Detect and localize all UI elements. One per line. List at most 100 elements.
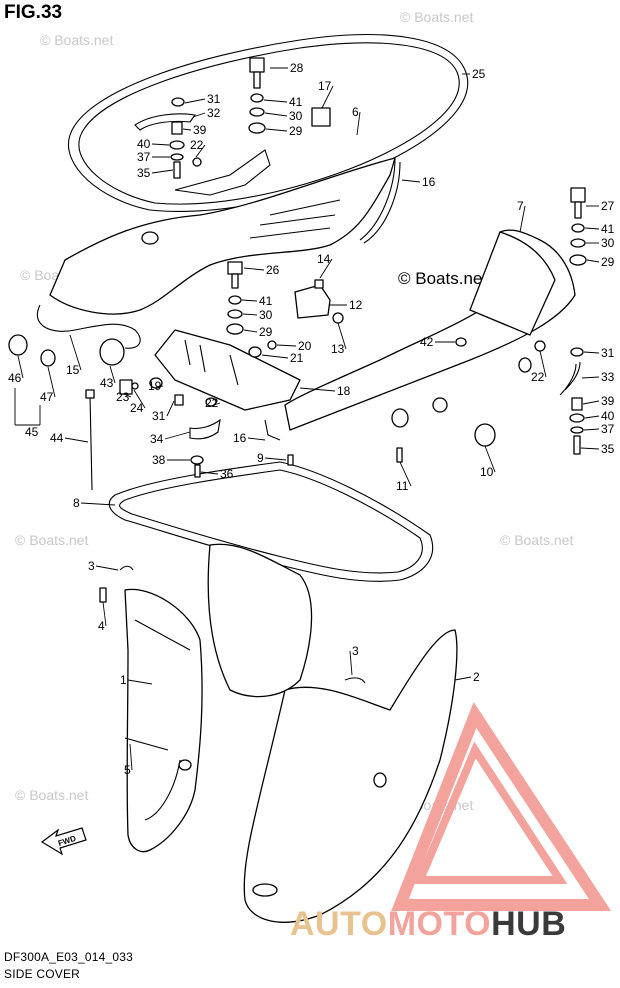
callout-label-24: 24 [130, 401, 144, 415]
part-22-clip [192, 157, 202, 167]
hardware-stack-mid [226, 261, 277, 358]
callout-leader-line [399, 461, 412, 487]
callout-label-29: 29 [259, 325, 273, 339]
part-34-strap [189, 418, 221, 440]
part-8-lower-seal-inner [119, 469, 423, 574]
part-1-hole [178, 759, 192, 771]
callout-label-2: 2 [473, 670, 480, 684]
callout-label-9: 9 [257, 451, 264, 465]
fwd-arrow-icon: FWD [40, 827, 87, 856]
watermark-text: © Boats.net [15, 532, 88, 548]
callout-label-22: 22 [531, 370, 545, 384]
callout-leader-line [133, 389, 146, 409]
callout-leader-line [264, 457, 287, 461]
callout-leader-line [247, 437, 266, 441]
part-46-grommet [8, 334, 28, 356]
part-8-lower-seal [108, 461, 434, 582]
part-42-plug [455, 337, 467, 347]
bracket-12 [294, 279, 344, 324]
callout-leader-line [321, 85, 334, 109]
part-3-clip [119, 565, 134, 571]
callout-leader-line [519, 205, 526, 233]
callout-leader-line [356, 111, 361, 136]
part-middle-housing [207, 543, 313, 698]
part-35-bolt [573, 435, 581, 455]
callout-label-5: 5 [124, 763, 131, 777]
part-44-cable-tie-head [85, 389, 95, 399]
part-36-bolt [194, 464, 201, 478]
callout-label-41: 41 [259, 294, 273, 308]
part-40-washer [569, 413, 585, 423]
callout-label-46: 46 [8, 371, 22, 385]
callout-leader-line [349, 650, 353, 676]
callout-leader-line [539, 350, 547, 378]
part-2-lower-right-cover [243, 629, 458, 923]
callout-leader-line [69, 334, 82, 371]
callout-label-36: 36 [220, 467, 234, 481]
part-29-bushing [248, 122, 266, 134]
callout-leader-line [195, 144, 206, 158]
callout-label-17: 17 [318, 79, 332, 93]
part-1-lower-left-cover-detail [134, 619, 191, 821]
part-6-upper-pan [49, 157, 396, 315]
callout-label-47: 47 [40, 390, 54, 404]
callout-label-4: 4 [98, 619, 105, 633]
part-3-clip [344, 677, 366, 684]
part-40-washer [169, 140, 185, 150]
part-2-hole [373, 772, 387, 788]
callout-label-39: 39 [193, 123, 207, 137]
callout-label-21: 21 [290, 351, 304, 365]
part-15-cable [36, 304, 141, 349]
part-6-upper-pan-detail [174, 149, 271, 196]
part-18-bracket [154, 329, 301, 411]
part-4-bolt [99, 587, 107, 603]
part-31-washer [171, 97, 185, 107]
callout-label-30: 30 [289, 109, 303, 123]
part-27-latch [570, 187, 586, 203]
part-14-screw [314, 279, 324, 289]
callout-leader-line [263, 99, 288, 103]
callout-leader-line [17, 355, 24, 379]
part-37-washer [570, 426, 584, 434]
callout-leader-line [401, 179, 421, 183]
callout-label-8: 8 [73, 496, 80, 510]
section-name: SIDE COVER [4, 967, 81, 981]
callout-label-20: 20 [298, 339, 312, 353]
hardware-stack-center [248, 57, 331, 134]
small-fasteners [99, 447, 403, 751]
part-16-lower-strip [264, 419, 281, 441]
part-7-hole [391, 408, 409, 428]
part-18-bracket-detail [184, 339, 239, 386]
callout-label-26: 26 [266, 263, 280, 277]
callout-label-13: 13 [331, 342, 345, 356]
callout-label-40: 40 [137, 137, 151, 151]
callout-leader-line [210, 402, 221, 407]
callout-leader-line [109, 365, 116, 384]
callout-leader-line [151, 169, 174, 174]
part-30-washer [227, 309, 243, 319]
part-21-grommet [248, 346, 262, 358]
callout-label-10: 10 [480, 465, 494, 479]
callout-label-31: 31 [601, 346, 615, 360]
callout-leader-line [582, 400, 600, 405]
callout-label-40: 40 [601, 409, 615, 423]
callout-label-31: 31 [152, 409, 166, 423]
copyright-notice: © Boats.net [398, 269, 487, 288]
model-code: DF300A_E03_014_033 [4, 950, 134, 964]
callout-label-30: 30 [259, 308, 273, 322]
watermark-text: © Boats.net [40, 32, 113, 48]
watermark-text: © Boats.net [15, 787, 88, 803]
callout-label-33: 33 [601, 370, 615, 384]
callout-leader-line [102, 601, 107, 627]
part-41-spring [228, 295, 242, 305]
callout-leader-line [584, 415, 600, 419]
callout-label-37: 37 [601, 422, 615, 436]
callout-label-25: 25 [472, 67, 486, 81]
part-30-washer [249, 107, 265, 117]
part-11-bolt [396, 447, 403, 463]
part-16-seal-strip [359, 157, 401, 244]
callout-label-39: 39 [601, 394, 615, 408]
callout-label-34: 34 [150, 432, 164, 446]
part-7-inner-panel [469, 231, 556, 336]
